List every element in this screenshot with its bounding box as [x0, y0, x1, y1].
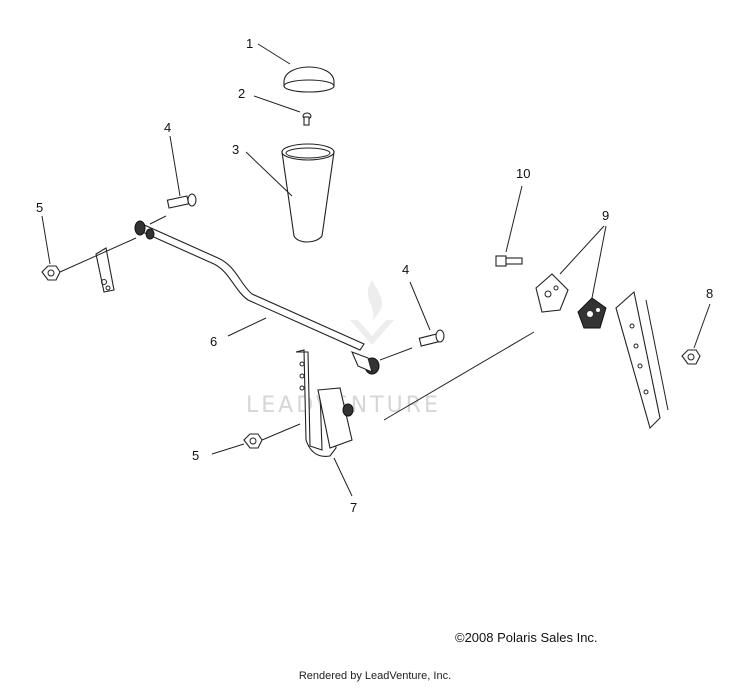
frame-bracket — [615, 290, 669, 430]
clevis-pin-lower — [418, 329, 445, 347]
callout-10: 10 — [516, 166, 530, 181]
leader-axis-long — [383, 331, 535, 421]
nut-left — [41, 265, 61, 281]
leader-axis-left — [59, 237, 137, 273]
callout-5b: 5 — [192, 448, 199, 463]
rendered-by-footer: Rendered by LeadVenture, Inc. — [298, 670, 452, 682]
nut-lower — [243, 433, 263, 449]
watermark-logo — [350, 280, 394, 345]
callout-4a: 4 — [164, 120, 171, 135]
shift-lever — [295, 349, 354, 457]
leader-axis-nut — [261, 423, 301, 441]
leader-10 — [505, 185, 523, 253]
leader-9a — [559, 225, 605, 275]
shift-handle — [281, 143, 335, 243]
leader-9b — [591, 225, 607, 299]
callout-9: 9 — [602, 208, 609, 223]
nut-right — [681, 349, 701, 365]
clevis-pin-upper — [166, 193, 197, 209]
leader-8 — [693, 303, 711, 349]
callout-3: 3 — [232, 142, 239, 157]
bushing-a — [535, 273, 569, 313]
callout-2: 2 — [238, 86, 245, 101]
left-lever-bracket — [95, 247, 115, 293]
bushing-b — [577, 297, 607, 329]
leader-4a — [169, 135, 181, 197]
callout-1: 1 — [246, 36, 253, 51]
knob-cap — [283, 66, 335, 93]
copyright-notice: ©2008 Polaris Sales Inc. — [455, 630, 598, 645]
leader-1 — [257, 43, 291, 65]
bolt — [495, 255, 523, 267]
leader-2 — [253, 95, 301, 113]
leader-6 — [227, 317, 267, 337]
leader-5b — [211, 443, 245, 455]
leader-7 — [333, 457, 353, 497]
callout-7: 7 — [350, 500, 357, 515]
shift-rod — [134, 220, 380, 375]
leader-5a — [41, 215, 51, 265]
callout-8: 8 — [706, 286, 713, 301]
screw — [302, 112, 312, 126]
callout-6: 6 — [210, 334, 217, 349]
leader-axis-pin — [149, 215, 167, 225]
callout-4b: 4 — [402, 262, 409, 277]
leader-axis-right — [379, 347, 413, 361]
callout-5a: 5 — [36, 200, 43, 215]
leader-3 — [245, 151, 293, 197]
leader-4b — [409, 281, 431, 331]
